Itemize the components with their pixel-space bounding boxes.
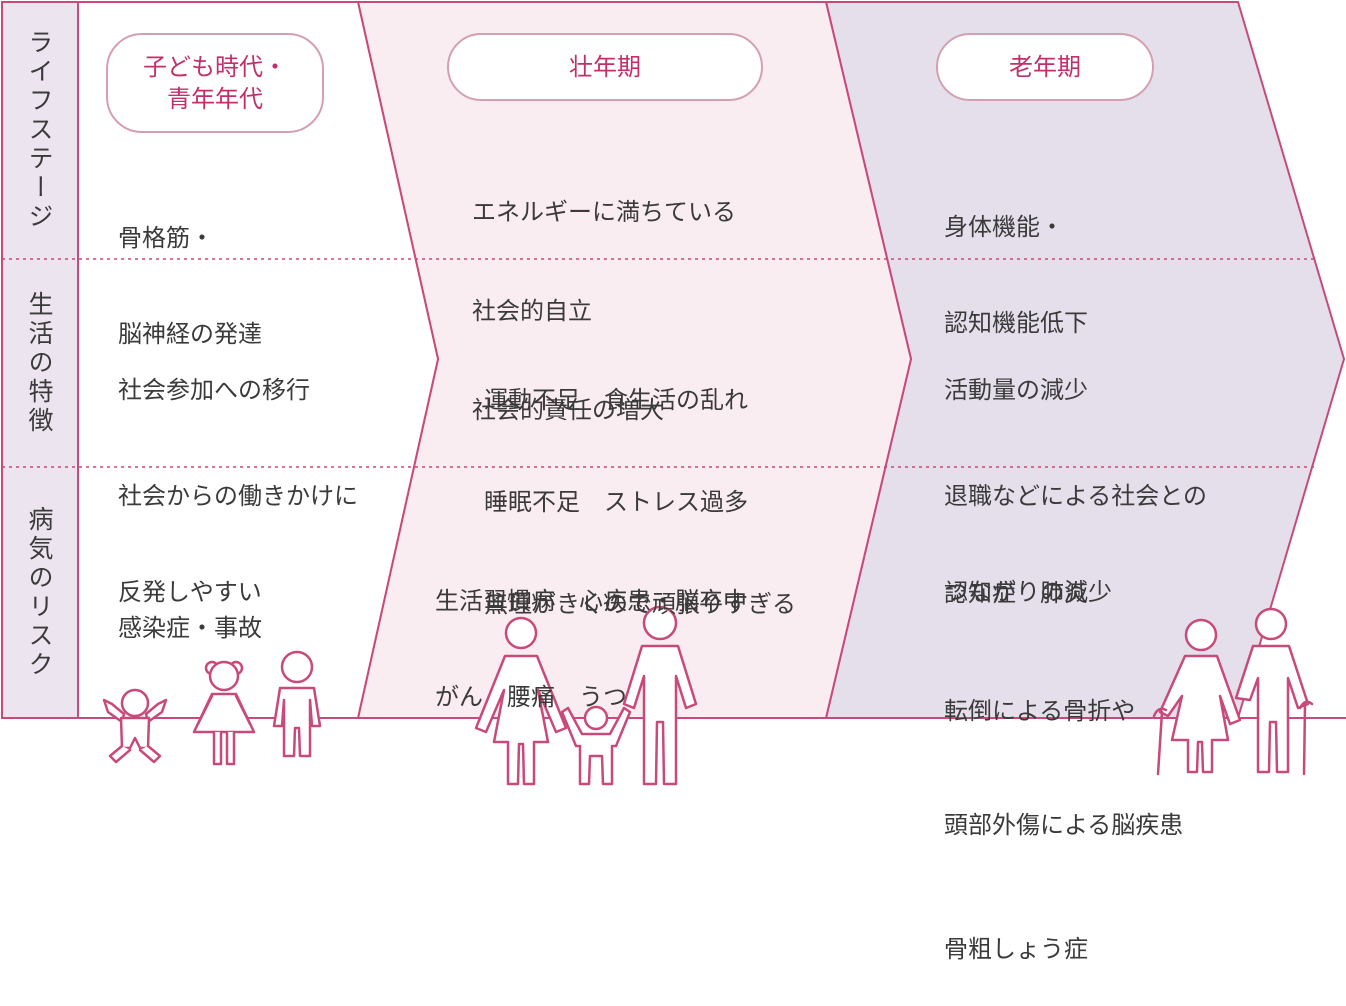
stage-title-childhood: 子ども時代・ 青年年代	[106, 33, 324, 133]
stage-3-lifestyle-text: 活動量の減少 退職などによる社会との つながりの減少	[944, 376, 1208, 606]
stage-3-risk-text: 認知症 肺炎 転倒による骨折や 頭部外傷による脳疾患 骨粗しょう症	[944, 579, 1184, 963]
row-header-life-stage: ライフステージ	[25, 29, 54, 232]
father-icon	[622, 605, 698, 786]
stage-2-life-stage-text: エネルギーに満ちている 社会的自立 社会的責任の増大	[472, 198, 736, 424]
stage-1-life-stage-text: 骨格筋・ 脳神経の発達	[118, 224, 262, 348]
mother-icon	[474, 616, 568, 786]
toddler-icon	[560, 705, 632, 786]
stage-2-risk-text: 生活習慣病 心疾患・脳卒中 がん 腰痛 うつ	[435, 587, 747, 711]
stage-2-lifestyle-text: 運動不足 食生活の乱れ 睡眠不足 ストレス過多 無理がきくので頑張りすぎる	[484, 386, 796, 618]
stage-title-old-age: 老年期	[936, 33, 1154, 101]
stage-3-life-stage-text: 身体機能・ 認知機能低下	[944, 213, 1088, 337]
stage-title-adulthood: 壮年期	[447, 33, 763, 101]
stage-arrows-background	[1, 0, 1346, 786]
stage-1-lifestyle-text: 社会参加への移行 社会からの働きかけに 反発しやすい	[118, 376, 358, 606]
boy-icon	[272, 650, 322, 758]
stage-1-arrow	[77, 0, 440, 719]
row-header-lifestyle: 生活の特徴	[25, 290, 54, 436]
girl-icon	[192, 660, 256, 766]
stage-1-risk-text: 感染症・事故	[118, 614, 262, 642]
baby-icon	[102, 688, 168, 764]
row-header-disease-risk: 病気のリスク	[25, 505, 54, 680]
elderly-man-icon	[1234, 607, 1314, 776]
row-header-column	[1, 1, 79, 719]
elderly-woman-icon	[1152, 618, 1242, 776]
